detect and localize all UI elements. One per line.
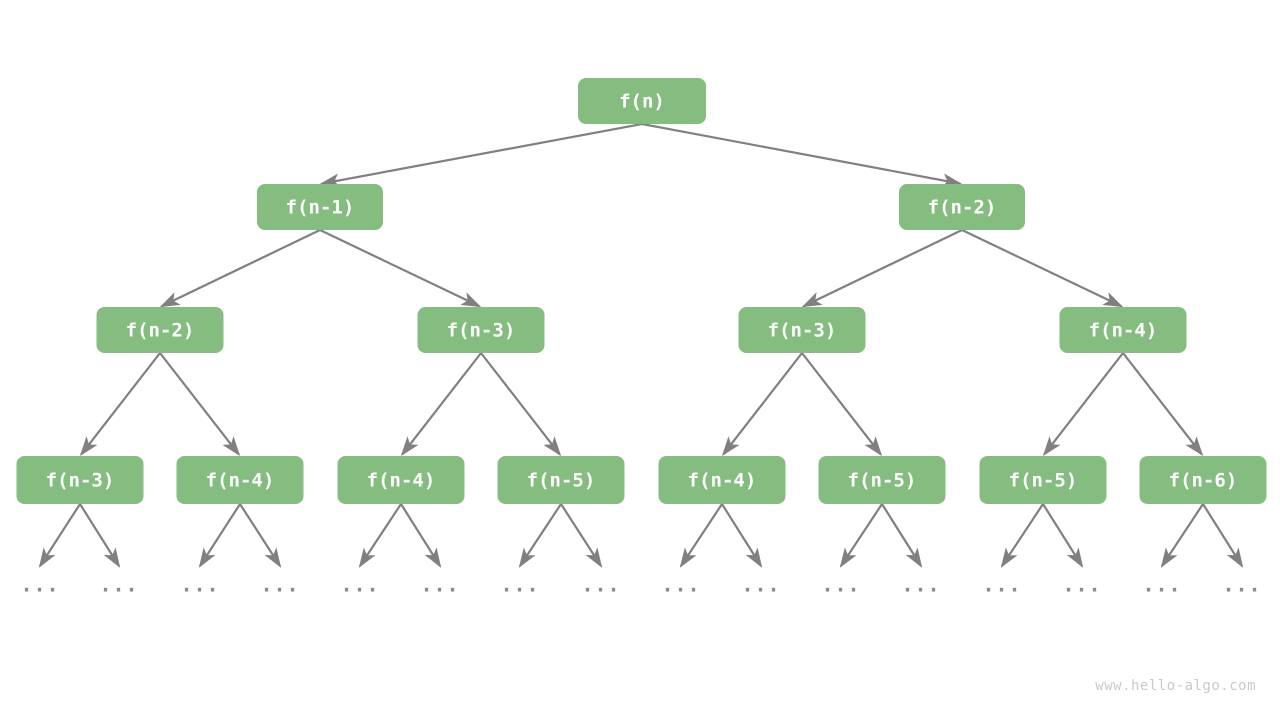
- tree-node-label: f(n-4): [688, 470, 757, 492]
- tree-node-box: [417, 307, 545, 353]
- tree-node-label: f(n-5): [848, 470, 917, 492]
- tree-edge-leaf: [358, 503, 402, 568]
- tree-edge-leaf: [239, 503, 282, 568]
- tree-edge-leaf: [839, 503, 883, 568]
- tree-node-label: f(n-4): [367, 470, 436, 492]
- tree-edge: [1042, 352, 1124, 457]
- nodes-layer: f(n) f(n-1) f(n-2) f(n-2) f(n-3) f(n-3) f(n-4)…: [16, 78, 1267, 504]
- tree-edge: [159, 352, 241, 457]
- ellipsis-marker: ...: [901, 573, 940, 597]
- tree-node-box: [818, 456, 946, 504]
- tree-node-box: [1059, 307, 1187, 353]
- ellipsis-marker: ...: [821, 573, 860, 597]
- tree-node-label: f(n-2): [928, 197, 997, 219]
- tree-node-label: f(n-3): [46, 470, 115, 492]
- tree-node-box: [658, 456, 786, 504]
- tree-edge-leaf: [721, 503, 763, 568]
- tree-edge: [721, 352, 803, 457]
- tree-edge-leaf: [400, 503, 442, 568]
- ellipsis-marker: ...: [741, 573, 780, 597]
- tree-node-box: [1139, 456, 1267, 504]
- ellipsis-marker: ...: [260, 573, 299, 597]
- tree-node[interactable]: f(n-4): [176, 456, 304, 504]
- ellipsis-layer: ........................................…: [20, 573, 1261, 597]
- edges-layer: [79, 122, 1204, 457]
- tree-edge: [159, 229, 321, 308]
- ellipsis-marker: ...: [982, 573, 1021, 597]
- tree-node[interactable]: f(n-4): [337, 456, 465, 504]
- tree-node-box: [738, 307, 866, 353]
- tree-node-label: f(n-4): [206, 470, 275, 492]
- tree-edge: [79, 352, 161, 457]
- tree-node[interactable]: f(n-6): [1139, 456, 1267, 504]
- tree-node-label: f(n-1): [286, 197, 355, 219]
- tree-edge-leaf: [881, 503, 923, 568]
- tree-edge: [961, 229, 1124, 308]
- tree-node[interactable]: f(n-1): [257, 184, 383, 230]
- tree-edge-leaf: [38, 503, 81, 568]
- tree-edge-leaf: [679, 503, 723, 568]
- tree-node-box: [497, 456, 625, 504]
- tree-node-box: [176, 456, 304, 504]
- tree-node[interactable]: f(n-2): [899, 184, 1025, 230]
- tree-edge: [641, 122, 963, 188]
- leaf-edges-layer: [38, 503, 1244, 568]
- ellipsis-marker: ...: [20, 573, 59, 597]
- ellipsis-marker: ...: [581, 573, 620, 597]
- tree-node-box: [96, 307, 224, 353]
- tree-node[interactable]: f(n-5): [497, 456, 625, 504]
- ellipsis-marker: ...: [99, 573, 138, 597]
- tree-node-label: f(n): [619, 91, 665, 113]
- tree-node-label: f(n-3): [768, 320, 837, 342]
- tree-edge: [480, 352, 562, 457]
- tree-node[interactable]: f(n-3): [16, 456, 144, 504]
- tree-edge: [801, 352, 883, 457]
- tree-edge-leaf: [560, 503, 603, 568]
- tree-node[interactable]: f(n-5): [818, 456, 946, 504]
- tree-node-label: f(n-2): [126, 320, 195, 342]
- tree-node[interactable]: f(n): [578, 78, 706, 124]
- tree-node-box: [257, 184, 383, 230]
- tree-edge-leaf: [1160, 503, 1204, 568]
- ellipsis-marker: ...: [340, 573, 379, 597]
- tree-node-label: f(n-3): [447, 320, 516, 342]
- tree-node[interactable]: f(n-3): [417, 307, 545, 353]
- tree-node-label: f(n-5): [527, 470, 596, 492]
- tree-node[interactable]: f(n-2): [96, 307, 224, 353]
- ellipsis-marker: ...: [500, 573, 539, 597]
- tree-node-box: [337, 456, 465, 504]
- tree-edge-leaf: [1042, 503, 1084, 568]
- tree-edge-leaf: [198, 503, 241, 568]
- tree-edge: [319, 229, 482, 308]
- ellipsis-marker: ...: [1062, 573, 1101, 597]
- watermark: www.hello-algo.com: [1095, 678, 1256, 694]
- tree-node-label: f(n-6): [1169, 470, 1238, 492]
- ellipsis-marker: ...: [1222, 573, 1261, 597]
- tree-node-label: f(n-4): [1089, 320, 1158, 342]
- tree-node-label: f(n-5): [1009, 470, 1078, 492]
- tree-edge-leaf: [518, 503, 562, 568]
- tree-node-box: [578, 78, 706, 124]
- tree-node-box: [16, 456, 144, 504]
- tree-node-box: [899, 184, 1025, 230]
- ellipsis-marker: ...: [420, 573, 459, 597]
- ellipsis-marker: ...: [1142, 573, 1181, 597]
- tree-node[interactable]: f(n-5): [979, 456, 1107, 504]
- tree-edge-leaf: [79, 503, 121, 568]
- ellipsis-marker: ...: [180, 573, 219, 597]
- tree-edge-leaf: [1000, 503, 1044, 568]
- tree-edge: [1122, 352, 1204, 457]
- tree-edge: [319, 122, 643, 188]
- ellipsis-marker: ...: [661, 573, 700, 597]
- tree-edge-leaf: [1202, 503, 1244, 568]
- tree-node[interactable]: f(n-3): [738, 307, 866, 353]
- tree-edge: [400, 352, 482, 457]
- tree-node[interactable]: f(n-4): [658, 456, 786, 504]
- tree-node-box: [979, 456, 1107, 504]
- tree-node[interactable]: f(n-4): [1059, 307, 1187, 353]
- tree-edge: [801, 229, 963, 308]
